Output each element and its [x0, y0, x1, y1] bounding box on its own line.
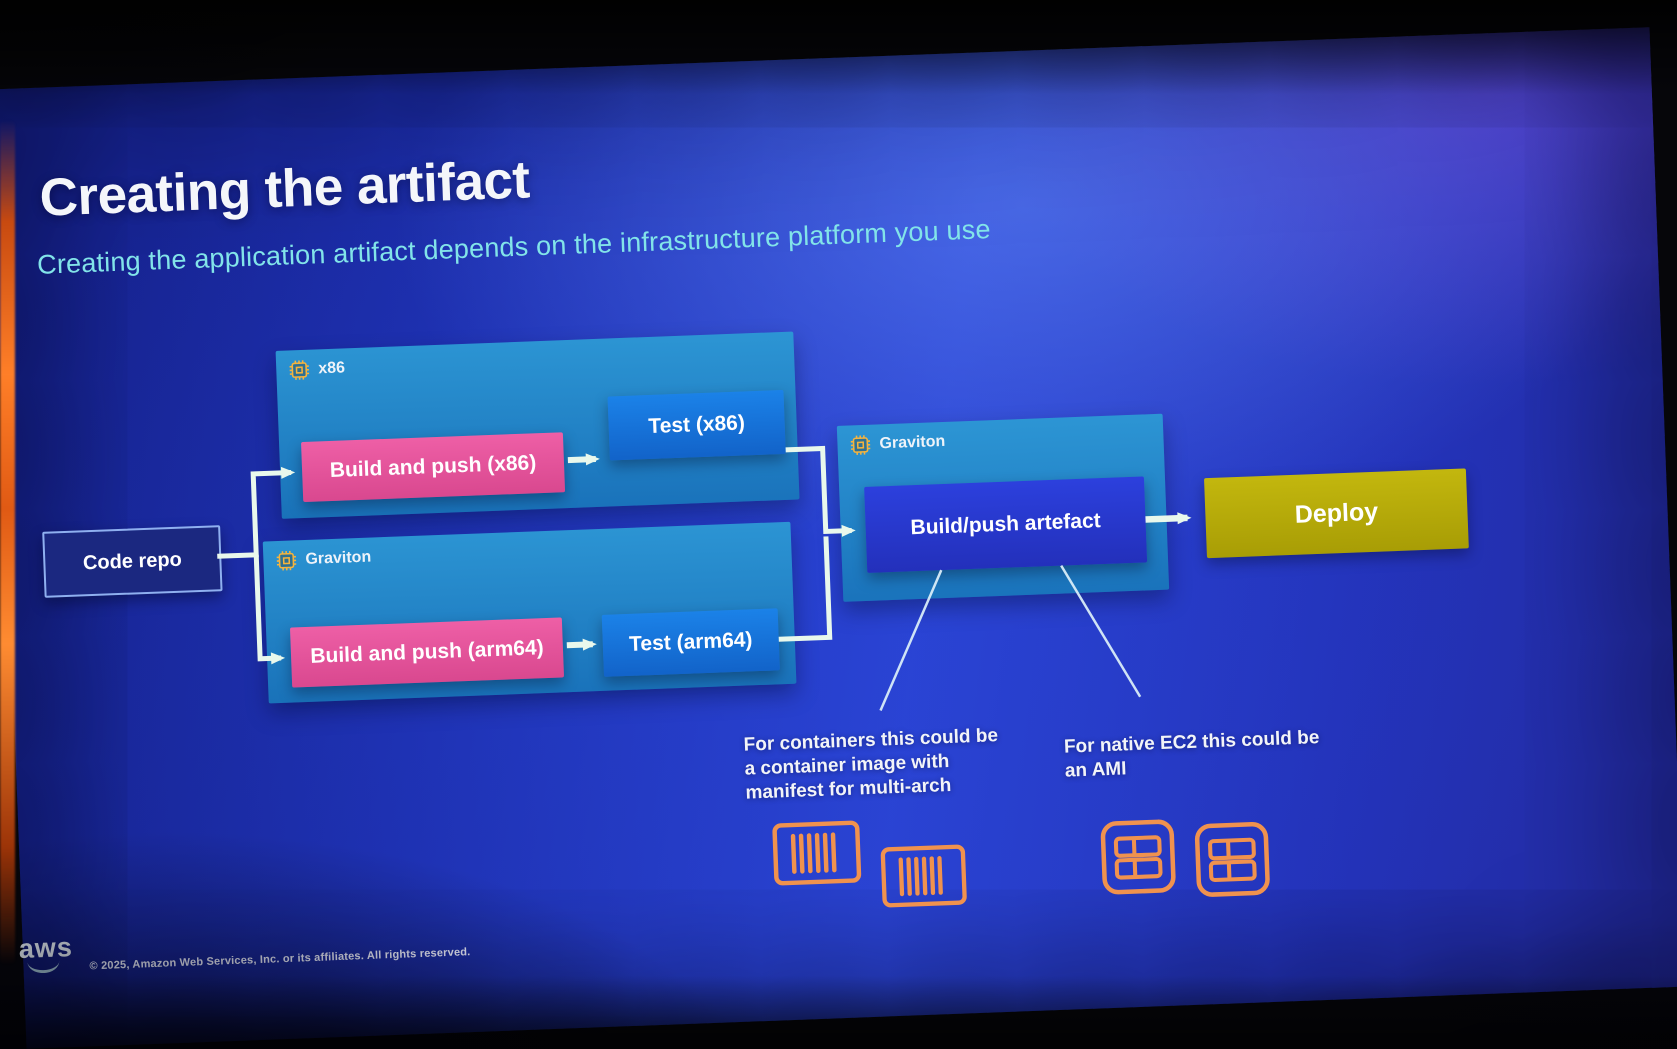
graviton-group-label: Graviton	[305, 548, 372, 568]
slide-subtitle: Creating the application artifact depend…	[36, 214, 992, 280]
artifact-group-header: Graviton	[849, 431, 946, 457]
graviton-group-header: Graviton	[275, 547, 372, 573]
build-arm64-node: Build and push (arm64)	[289, 617, 565, 688]
ami-icon	[1194, 822, 1270, 897]
note-containers: For containers this could be a container…	[743, 725, 999, 804]
cpu-chip-icon	[289, 360, 310, 380]
cpu-chip-icon	[850, 435, 871, 455]
build-push-artifact-node: Build/push artefact	[864, 476, 1148, 573]
deploy-node: Deploy	[1204, 468, 1469, 559]
aws-logo-text: aws	[18, 932, 74, 965]
cpu-chip-icon	[276, 550, 297, 571]
code-repo-node: Code repo	[42, 525, 223, 598]
build-x86-node: Build and push (x86)	[301, 432, 566, 503]
code-repo-label: Code repo	[82, 548, 183, 574]
stage-light	[0, 120, 15, 965]
graviton-group: Graviton Build and push (arm64) Test (ar…	[262, 521, 797, 704]
build-arm64-label: Build and push (arm64)	[309, 636, 545, 668]
slide: Creating the artifact Creating the appli…	[0, 27, 1677, 1049]
ami-icon	[1100, 819, 1176, 895]
test-arm64-node: Test (arm64)	[601, 608, 780, 677]
artifact-group: Graviton Build/push artefact	[836, 413, 1170, 602]
x86-group-header: x86	[288, 357, 345, 381]
container-icon	[880, 844, 967, 908]
deploy-label: Deploy	[1294, 497, 1379, 529]
aws-logo: aws	[18, 932, 74, 974]
container-icon	[772, 820, 862, 886]
build-push-artifact-label: Build/push artefact	[910, 509, 1102, 540]
copyright-text: © 2025, Amazon Web Services, Inc. or its…	[89, 946, 471, 973]
test-x86-node: Test (x86)	[607, 389, 786, 461]
slide-title: Creating the artifact	[38, 150, 531, 228]
x86-group: x86 Build and push (x86) Test (x86)	[275, 331, 800, 519]
artifact-group-label: Graviton	[879, 432, 946, 453]
note-ec2: For native EC2 this could be an AMI	[1063, 727, 1320, 782]
test-arm64-label: Test (arm64)	[628, 628, 753, 656]
build-x86-label: Build and push (x86)	[329, 451, 537, 483]
test-x86-label: Test (x86)	[648, 411, 746, 439]
x86-group-label: x86	[317, 359, 346, 378]
